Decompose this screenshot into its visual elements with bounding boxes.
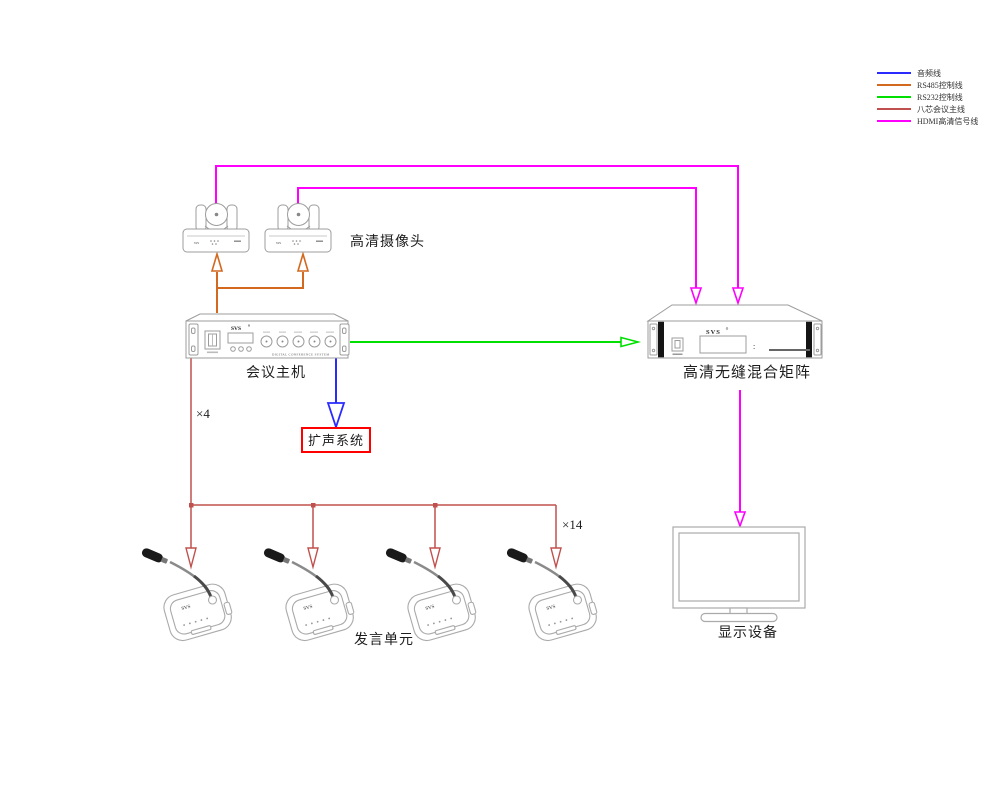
mic-neck-ring [207, 595, 218, 605]
mic-buttons [183, 617, 209, 626]
legend-label: RS232控制线 [917, 92, 963, 102]
audio-line [326, 358, 346, 430]
hdmi-lines [215, 165, 741, 512]
host-model-text: DIGITAL CONFERENCE SYSTEM [272, 353, 330, 357]
legend-label: HDMI高清信号线 [917, 116, 979, 126]
hdmi-line-swatch [877, 120, 911, 122]
svg-text::: : [753, 342, 755, 351]
mic-unit-2 [261, 545, 360, 646]
camera-front-leds [210, 240, 219, 245]
conference-main-line-swatch [877, 108, 911, 110]
display-label: 显示设备 [718, 626, 778, 641]
host-display [227, 332, 254, 344]
camera-lens-icon [214, 212, 219, 217]
mic-capsule-icon [141, 548, 168, 564]
hd-camera: svs [182, 203, 250, 253]
conference-host: SVS DIGITAL CONFERENCE SYSTEM [185, 313, 350, 359]
rs485-lines [216, 272, 304, 313]
times14-label: ×14 [562, 517, 583, 532]
mic-brand: SVS [181, 605, 191, 612]
conference-main-arrowheads [185, 547, 562, 570]
matrix-brand: SVS [706, 329, 721, 336]
legend: 音频线 RS485控制线 RS232控制线 八芯会议主线 HDMI高清信号线 [877, 67, 978, 127]
camera-brand: svs [194, 240, 200, 245]
legend-label: 音频线 [917, 68, 941, 78]
mic-unit-4 [504, 545, 603, 646]
legend-label: 八芯会议主线 [917, 104, 965, 114]
legend-item-audio: 音频线 [877, 67, 978, 79]
legend-item-conference-main: 八芯会议主线 [877, 103, 978, 115]
mic-label: 发言单元 [354, 633, 414, 648]
pa-system-box: 扩声系统 [301, 427, 372, 453]
legend-item-rs485: RS485控制线 [877, 79, 978, 91]
rs232-line [350, 336, 642, 348]
legend-item-rs232: RS232控制线 [877, 91, 978, 103]
times4-label: ×4 [196, 406, 210, 421]
mic-unit: SVS [141, 548, 233, 642]
rs485-line-swatch [877, 84, 911, 86]
rs232-arrowhead [620, 336, 642, 348]
camera-label: 高清摄像头 [350, 235, 425, 250]
conference-main-lines [190, 358, 557, 548]
matrix-display [699, 335, 747, 354]
audio-arrowhead [326, 402, 346, 430]
conference-main-junctions [189, 503, 438, 508]
legend-item-hdmi: HDMI高清信号线 [877, 115, 978, 127]
display-device [672, 526, 806, 623]
hd-camera-2 [264, 203, 332, 253]
audio-line-swatch [877, 72, 911, 74]
host-knobs [260, 331, 337, 348]
host-brand: SVS [231, 326, 241, 332]
rs232-line-swatch [877, 96, 911, 98]
host-label: 会议主机 [246, 366, 306, 381]
hd-matrix: SVS : [646, 304, 823, 359]
legend-label: RS485控制线 [917, 80, 963, 90]
matrix-left-handle [658, 321, 664, 358]
matrix-right-handle [806, 321, 812, 358]
rs485-arrowheads [210, 251, 310, 272]
matrix-model-strip [769, 349, 810, 351]
matrix-label: 高清无缝混合矩阵 [683, 365, 812, 381]
hdmi-arrowheads [689, 287, 747, 529]
